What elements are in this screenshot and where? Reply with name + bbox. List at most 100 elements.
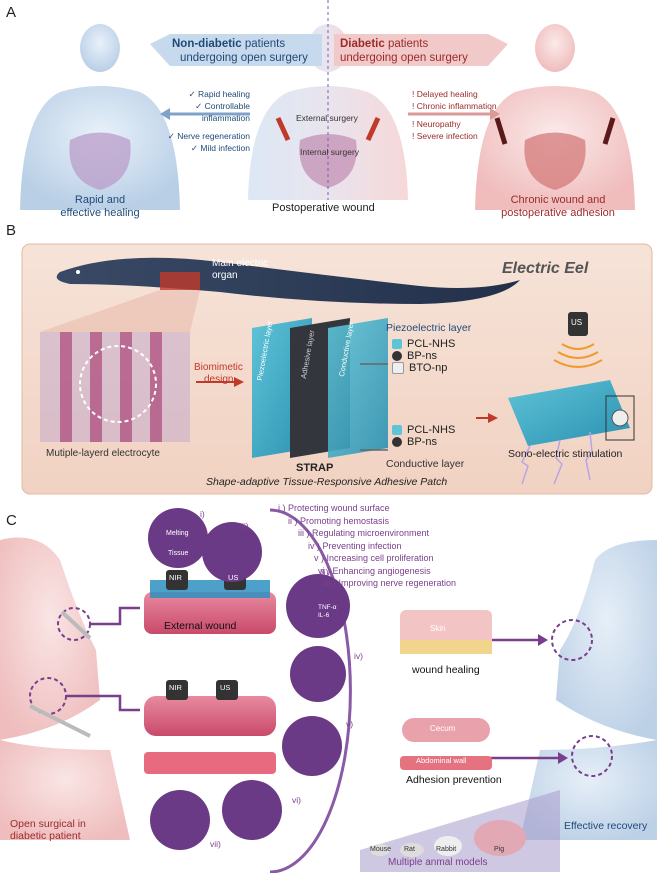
roman-iii: iii) [320,567,329,577]
right-caption-line2: postoperative adhesion [501,207,615,219]
skin-label: Skin [430,624,446,633]
external-wound-label: External wound [164,620,237,632]
bto-swatch [392,362,404,374]
panel-a-illustration [20,0,635,210]
diabetic-header: Diabetic patients [340,38,428,51]
wound-healing-label: wound healing [412,664,480,676]
problem-item: ! Delayed healing [412,89,478,99]
benefit-item: ✓ Controllable inflammation [195,101,250,123]
function-item: v ) Increasing cell proliferation [314,553,434,563]
sono-patch [508,380,630,446]
effective-recovery-label: Effective recovery [564,820,648,832]
strap-full-label: Shape-adaptive Tissue-Responsive Adhesiv… [206,476,448,488]
function-item: vi ) Enhancing angiogenesis [318,565,431,576]
animal-rat: Rat [404,846,415,853]
right-body-figure [475,24,635,210]
legend-bto: BTO-np [392,362,455,374]
external-surgery-label: External surgery [296,113,358,123]
roman-vii: vii) [210,839,221,849]
diabetic-line2: undergoing open surgery [340,52,468,64]
nir-label-internal: NIR [169,683,182,692]
biomimetic-line2: design [204,374,234,385]
right-ribbon [334,34,508,66]
diabetic-rest: patients [384,38,429,50]
function-item: vii ) Improving nerve regeneration [322,578,457,588]
cecum-label: Cecum [430,724,456,733]
animal-pig: Pig [494,846,505,853]
tissue-label: Tissue [168,550,189,557]
us-device-label: US [571,318,583,327]
animal-rabbit: Rabbit [436,846,457,853]
roman-i: i) [200,509,205,519]
us-label-external: US [228,573,239,582]
legend-bottom: PCL-NHS BP-ns [392,424,455,448]
legend-pcl-2: PCL-NHS [392,424,455,436]
open-surgical-label: Open surgical in diabetic patient [10,818,86,842]
left-benefits-list: ✓ Rapid healing ✓ Controllable inflammat… [150,88,250,154]
function-item: i ) Protecting wound surface [278,503,390,513]
nondiabetic-header: Non-diabetic patients [172,38,285,51]
melting-label: Melting [166,530,189,537]
animal-models-label: Multiple anmal models [388,857,488,868]
problem-item: ! Neuropathy [412,119,461,129]
abdominal-wall-label: Abdominal wall [416,756,467,765]
conductive-layer-label: Conductive layer [386,458,465,470]
legend-pcl-label: PCL-NHS [407,338,456,350]
panel-a-letter: A [6,4,17,21]
legend-top: PCL-NHS BP-ns BTO-np [392,338,455,374]
benefit-item: ✓ Rapid healing [188,89,250,99]
legend-pcl-1: PCL-NHS [392,338,455,350]
panel-c-letter: C [6,512,17,529]
nondiabetic-rest: patients [241,38,286,50]
left-caption: Rapid and effective healing [40,194,160,220]
legend-bp-label: BP-ns [407,436,437,448]
roman-vi: vi) [292,795,301,805]
biomimetic-line1: Biomimetic [194,362,243,373]
right-caption-line1: Chronic wound and [510,194,606,206]
left-caption-line2: effective healing [60,207,140,219]
nondiabetic-title: Non-diabetic [172,38,242,50]
strap-label: STRAP [296,462,334,474]
bp-swatch [392,351,402,361]
legend-bto-label: BTO-np [409,362,448,374]
tnf-label: TNF-α [318,604,337,611]
problem-item: ! Chronic inflammation [412,101,497,111]
electrocyte-stack [40,290,200,442]
right-problems-list: ! Delayed healing ! Chronic inflammation… [412,88,497,142]
legend-pcl-label: PCL-NHS [407,424,456,436]
roman-ii: ii) [242,521,249,531]
center-body-figure [248,0,408,200]
sono-label: Sono-electric stimulation [508,448,623,460]
function-item: ii ) Promoting hemostasis [288,515,390,526]
organ-label: Main electric organ [212,258,268,282]
strap-layers [252,318,388,458]
panel-b-letter: B [6,222,17,239]
il6-label: IL-6 [318,612,330,619]
eel-body [56,257,521,304]
right-caption: Chronic wound and postoperative adhesion [478,194,638,220]
adhesion-prevention-label: Adhesion prevention [406,774,502,786]
legend-bp-1: BP-ns [392,350,455,362]
legend-bp-2: BP-ns [392,436,455,448]
left-ribbon [150,34,322,66]
pcl-swatch [392,339,402,349]
center-caption: Postoperative wound [272,202,375,214]
bp-swatch [392,437,402,447]
left-caption-line1: Rapid and [74,194,126,206]
roman-iv: iv) [354,651,363,661]
function-list: i ) Protecting wound surface ii ) Promot… [278,502,456,590]
organ-line1: Main electric [212,258,269,269]
animal-mouse: Mouse [370,846,392,853]
internal-surgery-label: Internal surgery [300,147,360,157]
diabetic-title: Diabetic [340,38,385,50]
us-label-internal: US [220,683,231,692]
function-circles [148,508,350,850]
pcl-swatch [392,425,402,435]
problem-item: ! Severe infection [412,131,478,141]
nondiabetic-line2: undergoing open surgery [180,52,308,64]
biomimetic-label: Biomimetic design [194,362,243,386]
open-surgical-line1: Open surgical in [10,818,86,830]
function-item: iv ) Preventing infection [308,540,402,551]
function-item: iii ) Regulating microenvironment [298,528,430,538]
benefit-item: ✓ Nerve regeneration [167,131,250,141]
